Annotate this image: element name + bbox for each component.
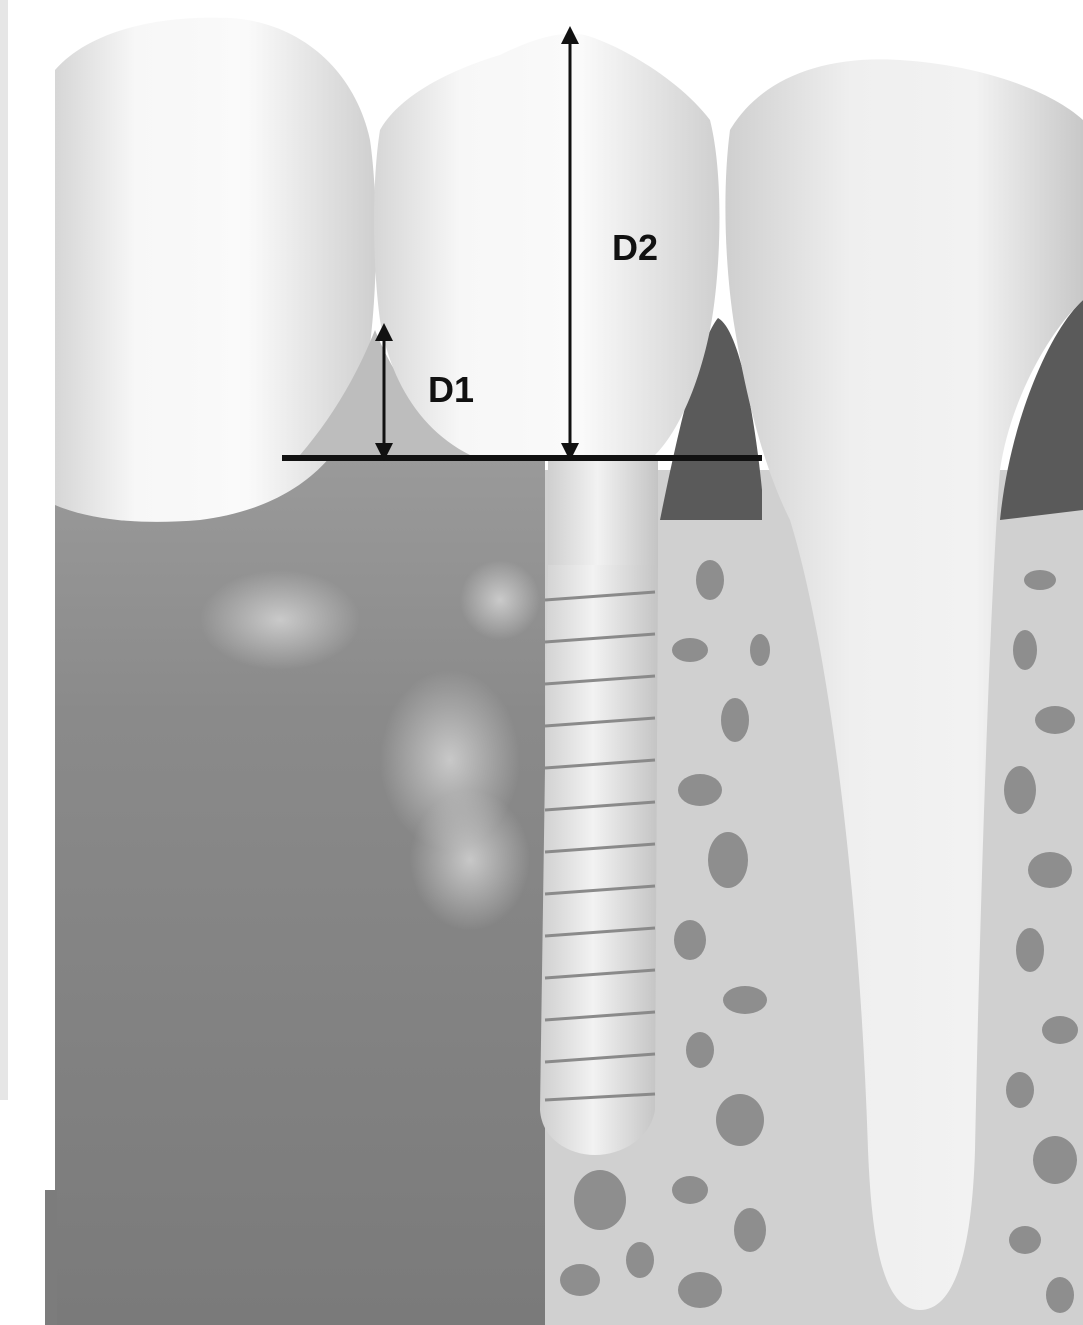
implant-body: [540, 565, 658, 1155]
d2-label: D2: [612, 227, 658, 268]
bone-section-lower-left: [45, 1190, 57, 1325]
implant-collar: [548, 455, 658, 565]
implant-crown: [374, 34, 719, 455]
frame-edge: [0, 0, 8, 1100]
d1-label: D1: [428, 369, 474, 410]
